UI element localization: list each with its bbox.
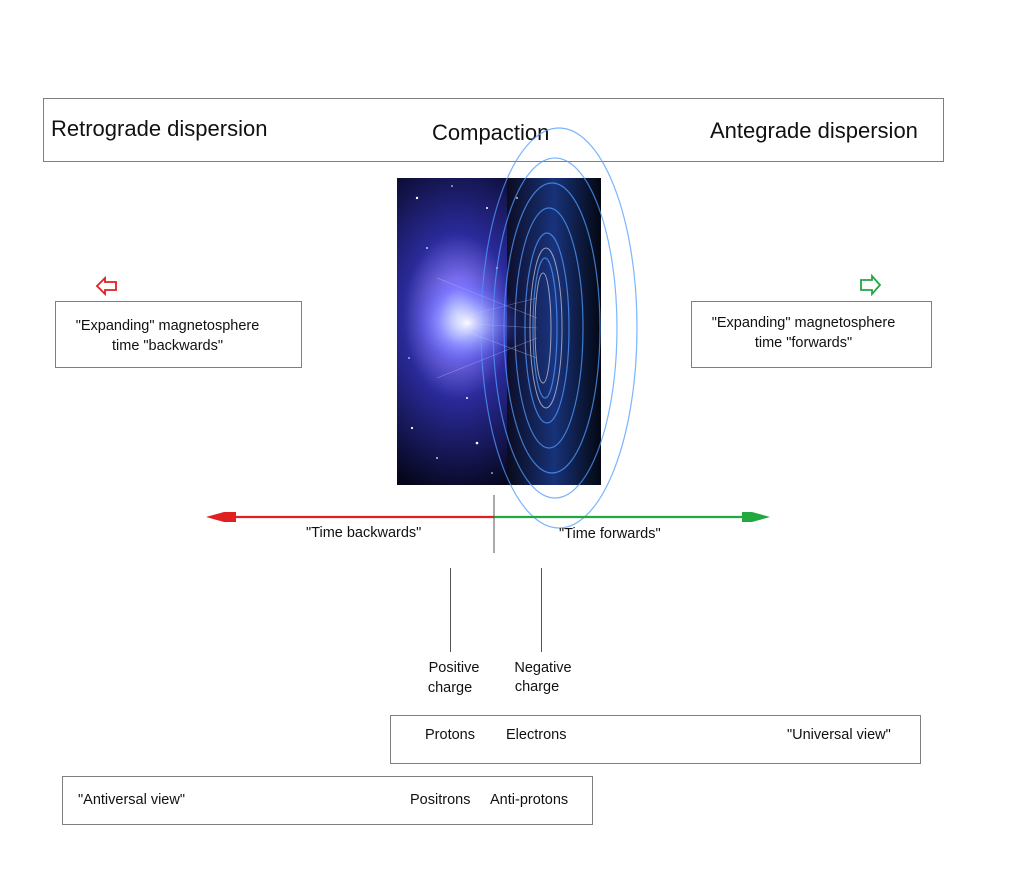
positive-charge-line1: Positive — [428, 660, 480, 676]
negative-charge-line — [541, 568, 542, 652]
antegrade-box-line2: time "forwards" — [754, 335, 853, 351]
negative-charge-line1: Negative — [514, 660, 572, 676]
positive-charge-line2: charge — [427, 680, 473, 696]
time-forward-arrowhead — [742, 512, 770, 522]
retrograde-magnetosphere-box — [55, 301, 302, 368]
antiversal-view-box — [62, 776, 593, 825]
retrograde-title: Retrograde dispersion — [51, 116, 268, 141]
antiversal-view-label: "Antiversal view" — [78, 792, 185, 808]
wormhole-image — [397, 127, 638, 529]
right-arrow-outline-icon — [860, 273, 882, 297]
time-backward-arrowhead — [206, 512, 236, 522]
antegrade-magnetosphere-box — [691, 301, 932, 368]
antegrade-title: Antegrade dispersion — [710, 118, 918, 143]
protons-label: Protons — [425, 727, 475, 743]
time-axis — [206, 495, 770, 553]
positive-charge-line — [450, 568, 451, 652]
header-box — [43, 98, 944, 162]
retrograde-box-line1: "Expanding" magnetosphere — [75, 318, 260, 334]
universal-view-label: "Universal view" — [787, 727, 891, 743]
compaction-title: Compaction — [432, 120, 550, 145]
negative-charge-line2: charge — [514, 679, 560, 695]
time-forwards-label: "Time forwards" — [559, 526, 661, 542]
left-arrow-outline-icon — [95, 275, 117, 297]
retrograde-box-line2: time "backwards" — [111, 338, 224, 354]
universal-view-box — [390, 715, 921, 764]
time-backwards-label: "Time backwards" — [306, 525, 422, 541]
anti-protons-label: Anti-protons — [490, 792, 569, 808]
electrons-label: Electrons — [506, 727, 567, 743]
antegrade-box-line1: "Expanding" magnetosphere — [711, 315, 896, 331]
positrons-label: Positrons — [410, 792, 471, 808]
